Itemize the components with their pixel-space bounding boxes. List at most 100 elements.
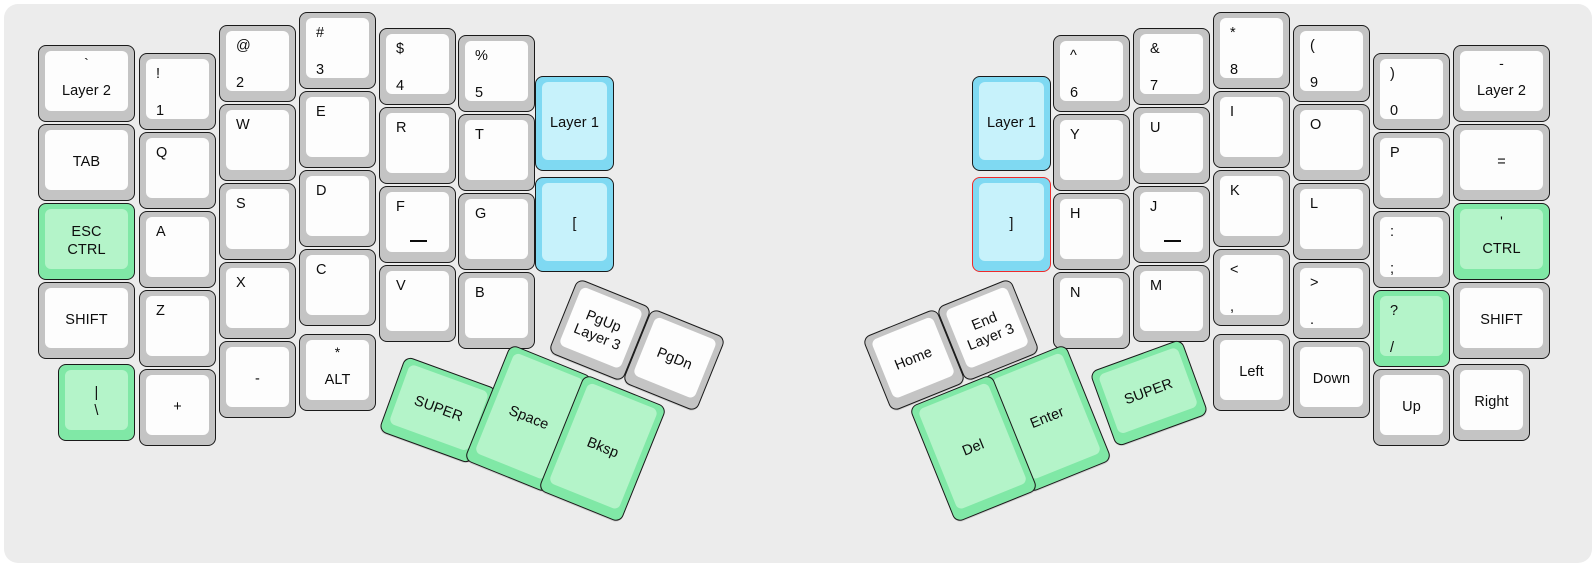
key-q[interactable]: Q <box>139 132 216 209</box>
keycap-surface <box>1460 130 1543 190</box>
key-e[interactable]: E <box>299 91 376 168</box>
key-super-right[interactable]: SUPER <box>1089 338 1209 448</box>
key-g[interactable]: G <box>458 193 535 270</box>
key-t[interactable]: T <box>458 114 535 191</box>
keycap-surface <box>226 110 289 170</box>
keycap-surface <box>542 183 607 261</box>
homing-bar-indicator <box>1163 240 1181 242</box>
key-comma-lt[interactable]: <, <box>1213 249 1290 326</box>
keycap-surface <box>306 255 369 315</box>
keycap-surface <box>542 82 607 160</box>
keycap-surface <box>1220 255 1283 315</box>
keycap-surface <box>45 130 128 190</box>
key-0-rparen[interactable]: )0 <box>1373 53 1450 130</box>
keycap-surface <box>465 278 528 338</box>
keycap-surface <box>1300 189 1363 249</box>
keycap-surface <box>226 347 289 407</box>
keycap-surface <box>386 34 449 94</box>
key-3-hash[interactable]: #3 <box>299 12 376 89</box>
key-j[interactable]: J <box>1133 186 1210 263</box>
key-asterisk-alt[interactable]: *ALT <box>299 334 376 411</box>
key-6-caret[interactable]: ^6 <box>1053 35 1130 112</box>
key-y[interactable]: Y <box>1053 114 1130 191</box>
key-plus[interactable]: + <box>139 369 216 446</box>
keycap-surface <box>1460 370 1523 430</box>
key-1-exclaim[interactable]: !1 <box>139 53 216 130</box>
key-k[interactable]: K <box>1213 170 1290 247</box>
key-a[interactable]: A <box>139 211 216 288</box>
keycap-surface <box>1380 217 1443 277</box>
key-grave-layer2[interactable]: `Layer 2 <box>38 45 135 122</box>
keycap-surface <box>45 288 128 348</box>
keycap-surface <box>226 189 289 249</box>
keycap-surface <box>1300 31 1363 91</box>
key-n[interactable]: N <box>1053 272 1130 349</box>
keycap-surface <box>1300 110 1363 170</box>
key-m[interactable]: M <box>1133 265 1210 342</box>
key-shift-left[interactable]: SHIFT <box>38 282 135 359</box>
key-7-ampersand[interactable]: &7 <box>1133 28 1210 105</box>
keycap-surface <box>1220 18 1283 78</box>
keycap-surface <box>386 271 449 331</box>
keycap-surface <box>386 192 449 252</box>
key-w[interactable]: W <box>219 104 296 181</box>
keycap-surface <box>45 209 128 269</box>
key-minus-layer2[interactable]: -Layer 2 <box>1453 45 1550 122</box>
keycap-surface <box>146 59 209 119</box>
keycap-surface <box>1380 296 1443 356</box>
keycap-surface <box>465 120 528 180</box>
key-b[interactable]: B <box>458 272 535 349</box>
keycap-surface <box>45 51 128 111</box>
key-z[interactable]: Z <box>139 290 216 367</box>
key-left-arrow[interactable]: Left <box>1213 334 1290 411</box>
keycap-surface <box>1460 51 1543 111</box>
key-shift-legend: * <box>334 344 341 360</box>
key-down-arrow[interactable]: Down <box>1293 341 1370 418</box>
key-bracket-right[interactable]: ] <box>972 177 1051 272</box>
keycap-surface <box>146 138 209 198</box>
keycap-surface <box>146 375 209 435</box>
key-bracket-left[interactable]: [ <box>535 177 614 272</box>
key-4-dollar[interactable]: $4 <box>379 28 456 105</box>
key-s[interactable]: S <box>219 183 296 260</box>
keycap-surface <box>1380 138 1443 198</box>
key-8-asterisk[interactable]: *8 <box>1213 12 1290 89</box>
key-right-arrow[interactable]: Right <box>1453 364 1530 441</box>
key-up-arrow[interactable]: Up <box>1373 369 1450 446</box>
key-c[interactable]: C <box>299 249 376 326</box>
key-2-at[interactable]: @2 <box>219 25 296 102</box>
keycap-surface <box>1300 347 1363 407</box>
key-semicolon[interactable]: :; <box>1373 211 1450 288</box>
key-shift-right[interactable]: SHIFT <box>1453 282 1550 359</box>
keycap-surface <box>306 340 369 400</box>
key-quote-ctrl[interactable]: 'CTRL <box>1453 203 1550 280</box>
key-h[interactable]: H <box>1053 193 1130 270</box>
key-l[interactable]: L <box>1293 183 1370 260</box>
key-o[interactable]: O <box>1293 104 1370 181</box>
key-v[interactable]: V <box>379 265 456 342</box>
keycap-surface <box>306 97 369 157</box>
key-5-percent[interactable]: %5 <box>458 35 535 112</box>
key-equals[interactable]: = <box>1453 124 1550 201</box>
key-layer1-left[interactable]: Layer 1 <box>535 76 614 171</box>
key-pipe-backslash[interactable]: | \ <box>58 364 135 441</box>
key-d[interactable]: D <box>299 170 376 247</box>
keycap-surface <box>1060 199 1123 259</box>
key-x[interactable]: X <box>219 262 296 339</box>
key-esc-ctrl[interactable]: ESC CTRL <box>38 203 135 280</box>
key-f[interactable]: F <box>379 186 456 263</box>
key-9-lparen[interactable]: (9 <box>1293 25 1370 102</box>
key-minus-left[interactable]: - <box>219 341 296 418</box>
key-p[interactable]: P <box>1373 132 1450 209</box>
keycap-surface <box>870 316 956 400</box>
key-r[interactable]: R <box>379 107 456 184</box>
key-u[interactable]: U <box>1133 107 1210 184</box>
key-slash-question[interactable]: ?/ <box>1373 290 1450 367</box>
keycap-surface <box>1220 176 1283 236</box>
key-tab[interactable]: TAB <box>38 124 135 201</box>
key-i[interactable]: I <box>1213 91 1290 168</box>
key-period-gt[interactable]: >. <box>1293 262 1370 339</box>
key-layer1-right[interactable]: Layer 1 <box>972 76 1051 171</box>
keycap-surface <box>226 31 289 91</box>
